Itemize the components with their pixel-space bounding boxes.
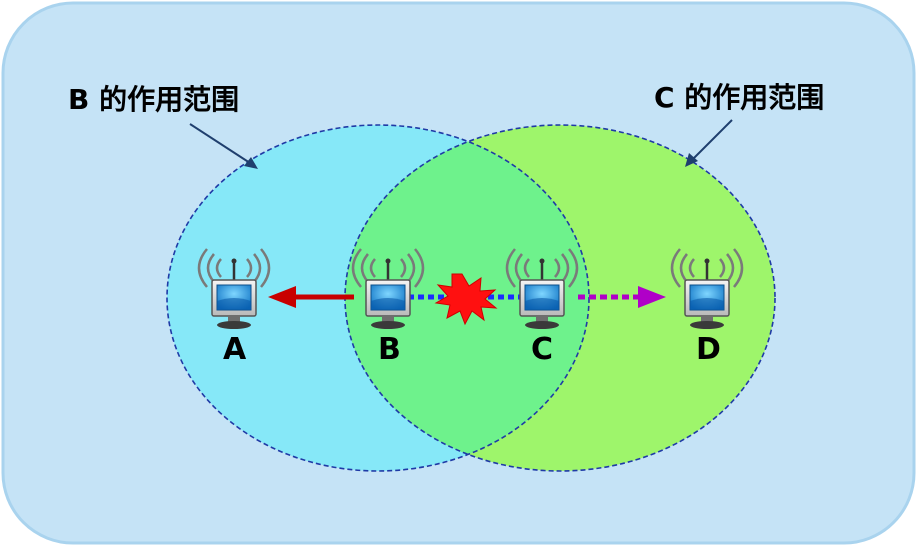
node-c-label: C: [531, 332, 554, 367]
collision-burst-icon: [434, 273, 498, 326]
arrow-b-to-a: [268, 286, 354, 308]
node-d-label: D: [696, 332, 721, 367]
pointer-arrow-icon: [189, 123, 258, 169]
c-range-label: C 的作用范围: [654, 81, 825, 114]
node-b-label: B: [378, 332, 401, 367]
pointer-arrow-icon: [685, 119, 733, 167]
node-a-label: A: [223, 332, 247, 367]
arrow-c-to-d: [578, 286, 666, 308]
b-range-label: B 的作用范围: [68, 83, 240, 116]
